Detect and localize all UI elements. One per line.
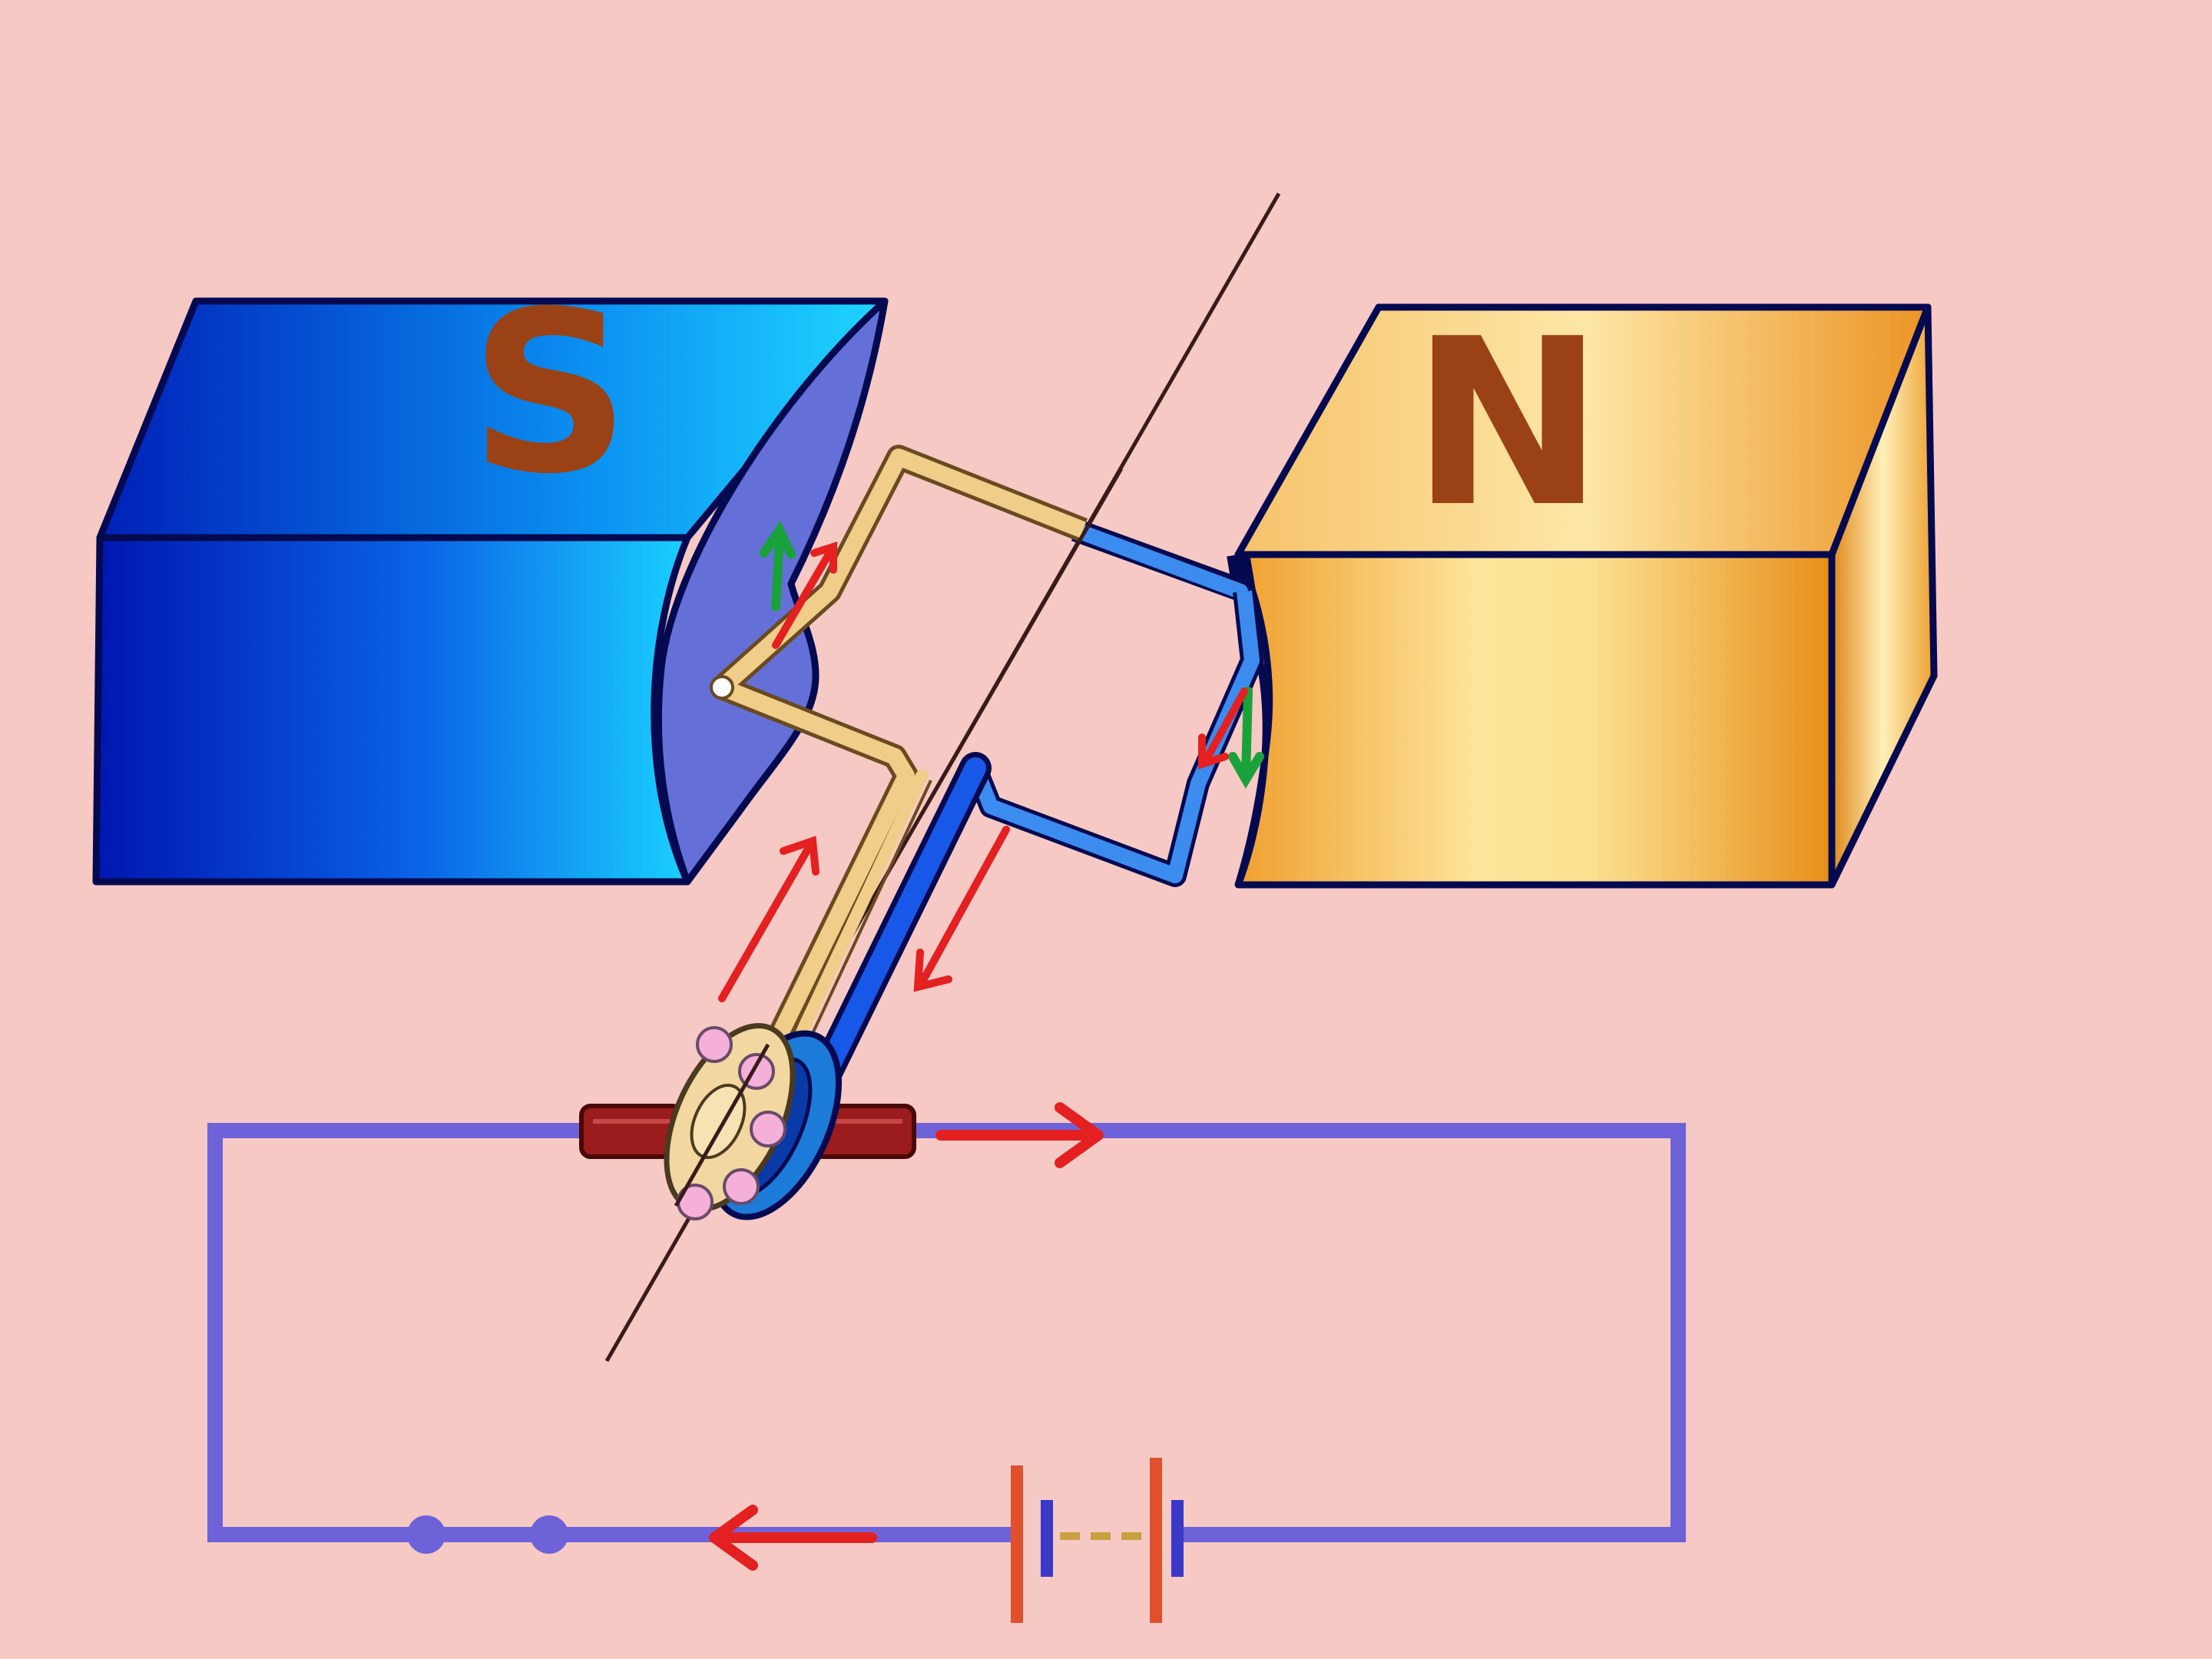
- current-arrow-icon: [772, 541, 837, 649]
- commutator-segment: [723, 1168, 760, 1205]
- battery-short-plate: [1041, 1500, 1053, 1577]
- coil-corner-joint: [710, 675, 734, 700]
- circuit-wire-right: [899, 1123, 1686, 1542]
- current-arrow-icon: [709, 1505, 877, 1571]
- current-arrow-icon: [913, 826, 1010, 992]
- current-arrow-icon: [935, 1102, 1104, 1168]
- commutator-segment: [696, 1026, 733, 1063]
- circuit-terminal: [407, 1515, 445, 1554]
- battery-long-plate: [1011, 1465, 1023, 1623]
- south-pole-label: S: [470, 264, 631, 523]
- circuit-wire-left: [207, 1123, 1022, 1542]
- battery-short-plate: [1171, 1500, 1184, 1577]
- north-pole-label: N: [1411, 290, 1604, 558]
- field-arrow-icon: [1228, 687, 1264, 789]
- south-magnet: S: [92, 264, 889, 886]
- battery-icon: [1011, 1458, 1184, 1623]
- commutator-icon: [664, 1022, 843, 1220]
- south-magnet-pole-face: [654, 297, 889, 886]
- current-arrow-icon: [1198, 687, 1248, 770]
- south-magnet-front-face: [92, 534, 691, 886]
- battery-long-plate: [1150, 1458, 1162, 1623]
- north-magnet-front-face: [1234, 551, 1836, 889]
- coil-blue-top-bar: [1068, 522, 1248, 599]
- coil-blue-right: [968, 590, 1260, 883]
- north-magnet: N: [1234, 290, 1938, 889]
- field-arrow-icon: [760, 520, 796, 611]
- external-circuit: [207, 1102, 1686, 1623]
- current-arrow-icon: [718, 836, 820, 1002]
- commutator-hub: [690, 1083, 747, 1160]
- rotation-axis-through-commutator: [674, 1043, 770, 1207]
- rotation-axis-overlay: [919, 467, 1124, 816]
- commutator-segment: [750, 1111, 786, 1147]
- field-arrows: [760, 520, 1264, 789]
- circuit-terminal: [530, 1515, 568, 1554]
- coil-current-arrows: [718, 541, 1248, 1002]
